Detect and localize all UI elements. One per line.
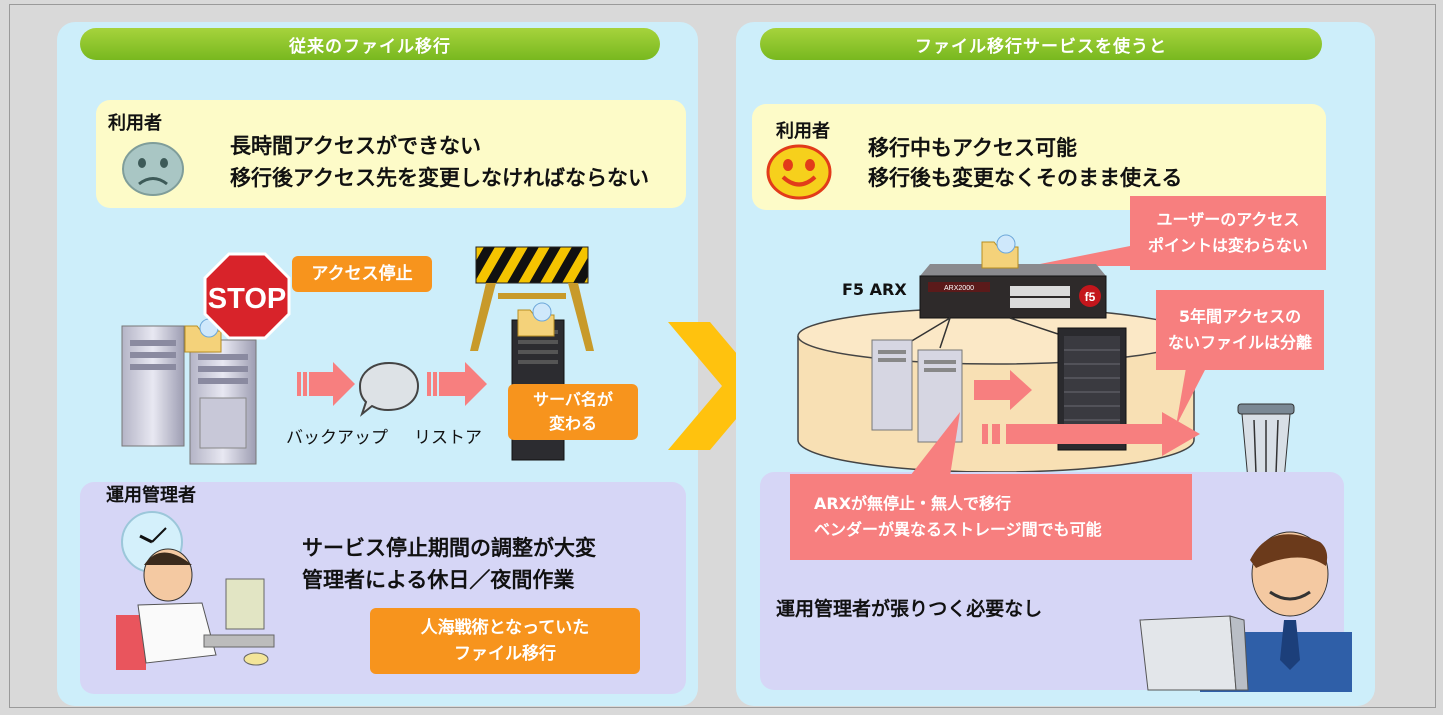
right-panel-title: ファイル移行サービスを使うと xyxy=(760,28,1322,60)
access-stop-badge: アクセス停止 xyxy=(292,256,432,292)
access-point-callout: ユーザーのアクセス ポイントは変わらない xyxy=(1130,196,1326,270)
left-admin-text-2: 管理者による休日／夜間作業 xyxy=(302,568,575,592)
barricade-icon xyxy=(470,246,594,351)
arx-note-1: ARXが無停止・無人で移行 xyxy=(814,494,1012,513)
arx-model-text: ARX2000 xyxy=(944,285,974,292)
callout-pointer xyxy=(910,412,960,476)
left-user-label: 利用者 xyxy=(108,113,162,134)
left-user-text-1: 長時間アクセスができない xyxy=(230,134,481,158)
arx-note-2: ベンダーが異なるストレージ間でも可能 xyxy=(814,520,1102,539)
callout-pointer xyxy=(1030,246,1140,266)
server-name-change-badge: サーバ名が 変わる xyxy=(508,384,638,440)
storage-bubble-icon xyxy=(358,361,420,417)
arrow-right-icon xyxy=(427,362,487,406)
migration-arrow-icon xyxy=(974,370,1032,410)
right-admin-text: 運用管理者が張りつく必要なし xyxy=(776,598,1043,620)
arx-device-icon: ARX2000 f5 xyxy=(919,264,1107,319)
right-user-text-1: 移行中もアクセス可能 xyxy=(868,136,1077,160)
shared-folder-icon xyxy=(517,302,555,337)
backup-label: バックアップ xyxy=(286,428,388,448)
stop-sign-icon: STOP xyxy=(203,252,291,340)
restore-label: リストア xyxy=(414,428,482,448)
right-user-label: 利用者 xyxy=(776,121,830,142)
left-user-text-2: 移行後アクセス先を変更しなければならない xyxy=(230,166,649,190)
left-admin-label: 運用管理者 xyxy=(106,485,196,506)
shared-folder-icon xyxy=(981,234,1019,269)
right-user-text-2: 移行後も変更なくそのまま使える xyxy=(868,166,1183,190)
right-user-box xyxy=(752,104,1326,210)
human-wave-badge: 人海戦術となっていた ファイル移行 xyxy=(370,608,640,674)
stop-sign-text: STOP xyxy=(208,283,286,315)
relaxed-admin-illustration xyxy=(1139,531,1352,692)
stressed-admin-illustration xyxy=(116,548,275,670)
left-admin-text-1: サービス停止期間の調整が大変 xyxy=(302,536,596,560)
callout-pointer xyxy=(1176,368,1206,426)
f5-arx-label: F5 ARX xyxy=(842,280,907,299)
left-panel-title: 従来のファイル移行 xyxy=(80,28,660,60)
happy-face-icon xyxy=(766,144,832,200)
arx-migration-callout: ARXが無停止・無人で移行 ベンダーが異なるストレージ間でも可能 xyxy=(790,474,1192,560)
arrow-right-icon xyxy=(297,362,355,406)
sad-face-icon xyxy=(122,142,184,196)
archive-arrow-icon xyxy=(982,412,1200,456)
left-user-box xyxy=(96,100,686,208)
server-tower-icon xyxy=(121,325,257,465)
f5-logo-text: f5 xyxy=(1085,290,1096,304)
archive-callout: 5年間アクセスの ないファイルは分離 xyxy=(1156,290,1324,370)
